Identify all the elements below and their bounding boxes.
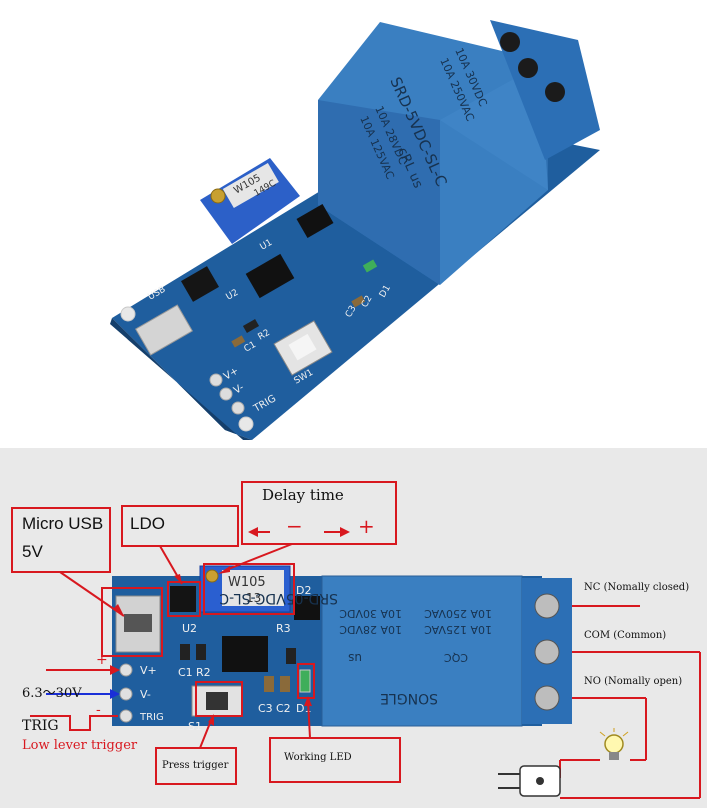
smd-led	[362, 259, 378, 273]
diagram-silk-u2: U2	[182, 622, 197, 635]
diagram-silk-vminus: V-	[140, 688, 151, 701]
diagram-pot-screw	[205, 569, 219, 583]
diagram-pin-pad	[119, 663, 133, 677]
diagram-smd	[286, 648, 296, 664]
box-press-trigger	[155, 747, 237, 785]
label-ldo: LDO	[130, 514, 165, 533]
diagram-smd	[196, 644, 206, 660]
diagram-silk-r3: R3	[276, 622, 291, 635]
diagram-ldo-chip	[170, 586, 196, 612]
label-low-lever-trigger: Low lever trigger	[22, 738, 138, 753]
trigger-pulse	[30, 715, 118, 731]
label-press-trigger: Press trigger	[162, 760, 229, 771]
label-com: COM (Common)	[584, 630, 667, 641]
diagram-relay-us: us	[348, 651, 362, 665]
chip-u1	[245, 253, 295, 299]
label-5v: 5V	[22, 542, 43, 561]
diagram-terminal-screw	[534, 593, 560, 619]
diagram-relay-brand: SONGLE	[380, 690, 438, 706]
diagram-silk-trig: TRIG	[139, 712, 164, 723]
diagram-silk-c2: C2	[276, 702, 291, 715]
diagram-relay-model: SRD-05VDC-SL-C	[219, 590, 338, 606]
pin-pad	[231, 401, 245, 415]
label-micro-usb: Micro USB	[22, 514, 104, 533]
product-photo: SRD-5VDC-SL-C 10A 250VAC 10A 125VAC 10A …	[110, 20, 600, 446]
label-minus: −	[286, 514, 303, 538]
diagram-pot-label: W105	[228, 575, 266, 590]
smd-resistor	[242, 319, 260, 333]
diagram-pin-pad	[119, 709, 133, 723]
diagram-relay-rating: 10A 30VDC	[339, 607, 402, 620]
transistor	[296, 203, 334, 239]
pin-pad	[209, 373, 223, 387]
diagram-led	[299, 669, 311, 693]
diagram-smd	[180, 644, 190, 660]
smd-capacitor	[231, 335, 246, 348]
box-led-target	[297, 663, 315, 699]
diagram-pin-pad	[119, 687, 133, 701]
smd-capacitor	[351, 295, 366, 308]
terminal-screw	[500, 32, 520, 52]
box-switch-target	[195, 681, 243, 717]
label-delay-time: Delay time	[262, 486, 344, 504]
terminal-screw	[545, 82, 565, 102]
diagram-transistor	[294, 596, 320, 620]
box-delay-time	[241, 481, 397, 545]
diagram-relay-cqc: CQC	[444, 651, 468, 664]
diagram-smd	[264, 676, 274, 692]
diagram-silk-vplus: V+	[140, 664, 157, 677]
box-pot-target	[203, 563, 295, 615]
label-power-minus: -	[96, 702, 101, 718]
label-nc: NC (Nomally closed)	[584, 582, 690, 593]
diagram-relay-rating: 10A 125VAC	[424, 623, 492, 636]
terminal-screw	[518, 58, 538, 78]
box-working-led	[269, 737, 401, 783]
pin-pad	[219, 387, 233, 401]
diagram-silk-d2: D2	[296, 584, 311, 597]
diagram-terminal-screw	[534, 639, 560, 665]
label-working-led: Working LED	[284, 752, 352, 763]
pot-adjust-screw	[210, 188, 226, 204]
diagram-relay-rating: 10A 28VDC	[339, 623, 402, 636]
wiring-diagram: W105 13 D2 U2 R3 C1 R2 C3 C2 D1 S1 V+ V-…	[0, 448, 707, 808]
box-usb-target	[101, 587, 163, 657]
pot-label-plate	[222, 162, 279, 209]
diagram-terminal-screw	[534, 685, 560, 711]
diagram-silk-r2: R2	[196, 666, 211, 679]
diagram-drawing: W105 13 D2 U2 R3 C1 R2 C3 C2 D1 S1 V+ V-…	[11, 481, 701, 799]
diagram-relay-rating: 10A 250VAC	[424, 607, 492, 620]
mount-hole	[238, 416, 254, 432]
label-power-plus: +	[96, 652, 108, 668]
diagram-smd	[280, 676, 290, 692]
diagram-relay	[321, 575, 523, 727]
relay-module-photo: SRD-5VDC-SL-C 10A 250VAC 10A 125VAC 10A …	[110, 20, 600, 446]
micro-usb-port	[135, 304, 193, 356]
diagram-pot-sub: 13	[246, 591, 261, 605]
diagram-silk-c1: C1	[178, 666, 193, 679]
label-trig: TRIG	[22, 718, 59, 734]
power-plug-icon	[498, 765, 561, 797]
label-plus: +	[358, 514, 375, 538]
light-bulb-icon	[599, 728, 629, 760]
diagram-silk-c3: C3	[258, 702, 273, 715]
chip-u2	[181, 266, 219, 302]
box-ldo	[121, 505, 239, 547]
box-ldo-target	[167, 581, 201, 617]
terminal-block	[490, 20, 600, 160]
mount-hole	[120, 306, 136, 322]
diagram-silk-s1: S1	[188, 720, 202, 733]
diagram-chip-u1	[222, 636, 268, 672]
label-no: NO (Nomally open)	[584, 676, 683, 687]
label-power-range: 6.3～30V	[22, 686, 82, 701]
